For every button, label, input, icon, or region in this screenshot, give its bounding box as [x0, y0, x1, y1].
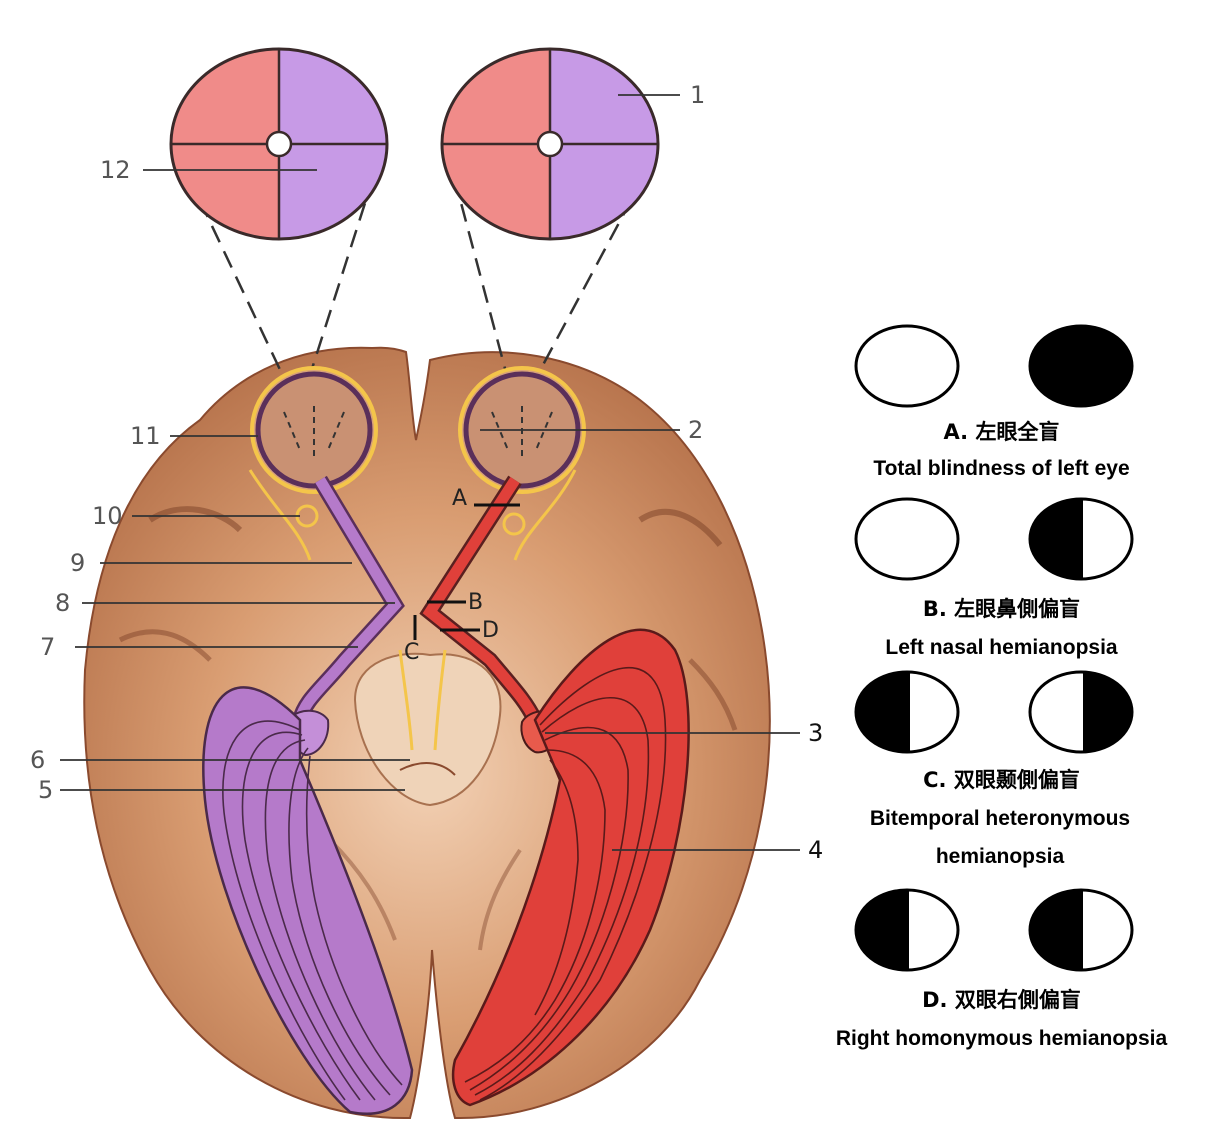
defect-d-caption-cn: D. 双眼右側偏盲: [790, 984, 1213, 1014]
lesion-c-label: C: [404, 640, 419, 665]
defect-c-caption-en: Bitemporal heteronymous hemianopsia: [820, 800, 1180, 876]
label-2: 2: [688, 416, 703, 444]
defect-b-left-field-icon: [853, 495, 963, 585]
label-7: 7: [40, 633, 55, 661]
label-8: 8: [55, 589, 70, 617]
defect-a-left-field-icon: [853, 322, 963, 412]
label-12: 12: [100, 156, 131, 184]
lesion-b-label: B: [468, 590, 483, 615]
label-5: 5: [38, 776, 53, 804]
defect-c-right-field-icon: [1027, 668, 1137, 758]
lesion-a-label: A: [452, 486, 467, 511]
defect-a-caption-cn: A. 左眼全盲: [790, 416, 1213, 446]
label-11: 11: [130, 422, 161, 450]
defect-d-left-field-icon: [853, 886, 963, 976]
label-10: 10: [92, 502, 123, 530]
defect-a-right-field-icon: [1027, 322, 1137, 412]
defect-b-caption-en: Left nasal hemianopsia: [790, 629, 1213, 667]
defect-d-right-field-icon: [1027, 886, 1137, 976]
defect-c-left-field-icon: [853, 668, 963, 758]
defect-b-right-field-icon: [1027, 495, 1137, 585]
lesion-d-label: D: [482, 618, 499, 643]
defect-d-caption-en: Right homonymous hemianopsia: [790, 1020, 1213, 1058]
eyeball-left: [252, 368, 376, 492]
label-3: 3: [808, 719, 823, 747]
defect-b-caption-cn: B. 左眼鼻側偏盲: [790, 593, 1213, 623]
defect-c-caption-cn: C. 双眼颞側偏盲: [790, 764, 1213, 794]
label-1: 1: [690, 81, 705, 109]
visual-field-left: [160, 40, 398, 250]
label-9: 9: [70, 549, 85, 577]
label-6: 6: [30, 746, 45, 774]
defect-a-caption-en: Total blindness of left eye: [790, 450, 1213, 488]
